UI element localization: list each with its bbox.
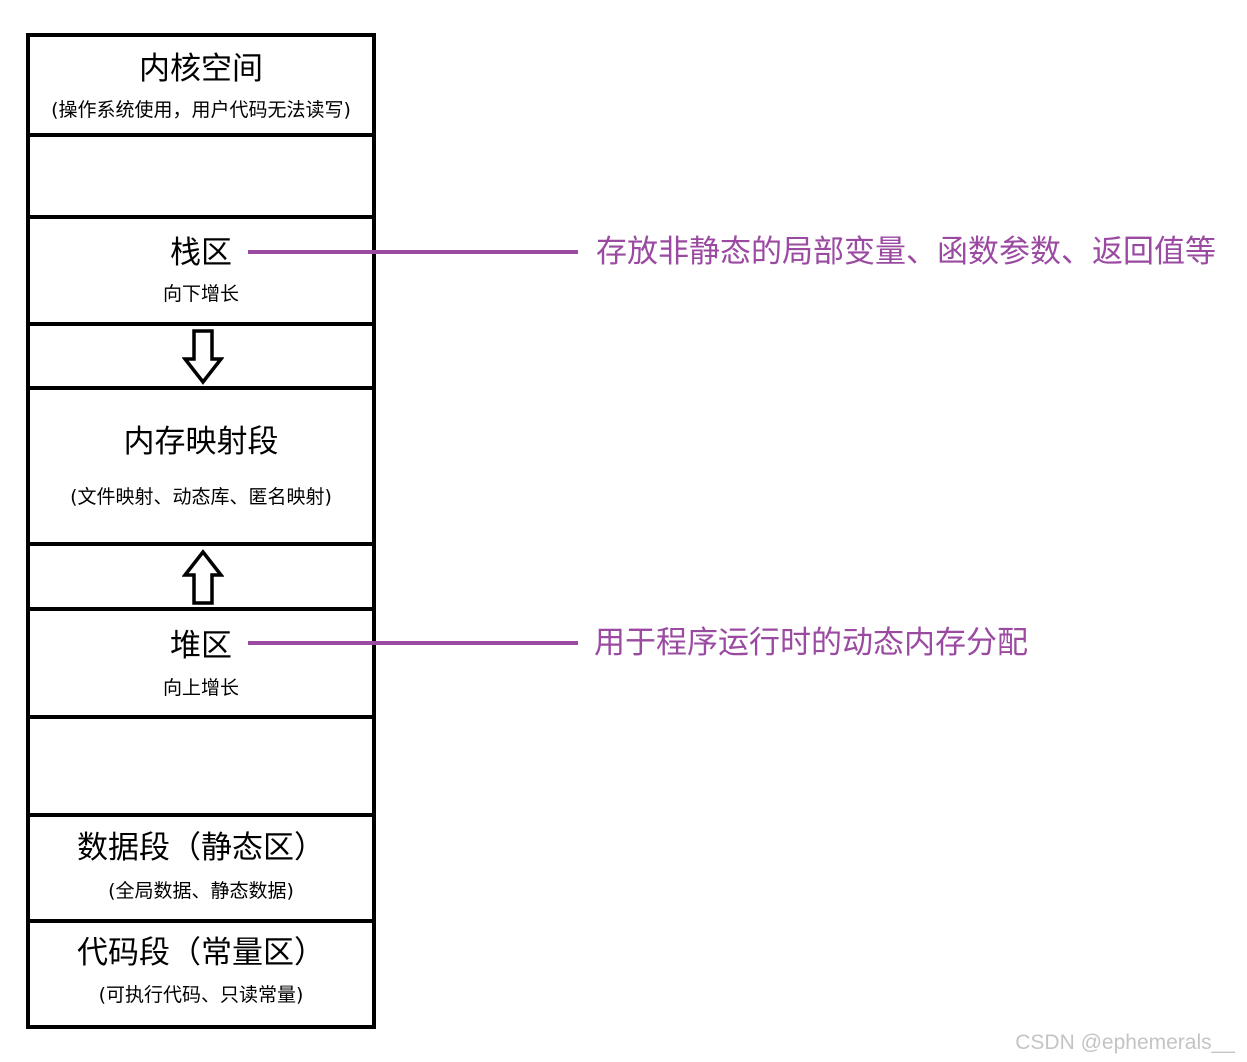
stack-annotation: 存放非静态的局部变量、函数参数、返回值等 [596, 234, 1216, 270]
divider [30, 919, 372, 923]
memory-layout-diagram: 内核空间 (操作系统使用，用户代码无法读写) 栈区 向下增长 内存映射段 (文件… [26, 33, 376, 1029]
divider [30, 215, 372, 219]
divider [30, 322, 372, 326]
stack-title: 栈区 [170, 235, 232, 271]
mmap-segment: 内存映射段 (文件映射、动态库、匿名映射) [30, 390, 372, 542]
divider [30, 813, 372, 817]
divider [30, 607, 372, 611]
heap-growth-gap [30, 546, 372, 607]
heap-title: 堆区 [170, 628, 232, 664]
empty-segment-lower [30, 719, 372, 813]
heap-segment: 堆区 向上增长 [30, 611, 372, 715]
divider [30, 133, 372, 137]
data-segment-title: 数据段（静态区） [77, 830, 325, 866]
watermark: CSDN @ephemerals__ [1015, 1031, 1235, 1054]
heap-annotation-connector [248, 641, 578, 645]
code-segment-title: 代码段（常量区） [77, 935, 325, 971]
empty-segment-upper [30, 137, 372, 215]
arrow-up-icon [182, 549, 224, 605]
stack-growth-gap [30, 326, 372, 386]
data-segment-note: (全局数据、静态数据) [108, 880, 294, 902]
mmap-note: (文件映射、动态库、匿名映射) [70, 486, 332, 508]
data-segment: 数据段（静态区） (全局数据、静态数据) [30, 817, 372, 919]
code-segment-note: (可执行代码、只读常量) [98, 984, 304, 1006]
kernel-space-note: (操作系统使用，用户代码无法读写) [51, 99, 351, 121]
divider [30, 542, 372, 546]
stack-growth-note: 向下增长 [162, 283, 239, 305]
divider [30, 715, 372, 719]
stack-segment: 栈区 向下增长 [30, 219, 372, 322]
heap-growth-note: 向上增长 [162, 677, 239, 699]
divider [30, 386, 372, 390]
arrow-down-icon [182, 329, 224, 385]
kernel-space-segment: 内核空间 (操作系统使用，用户代码无法读写) [30, 37, 372, 133]
stack-annotation-connector [248, 250, 578, 254]
mmap-title: 内存映射段 [123, 424, 279, 460]
kernel-space-title: 内核空间 [139, 51, 263, 87]
heap-annotation: 用于程序运行时的动态内存分配 [594, 625, 1028, 661]
code-segment: 代码段（常量区） (可执行代码、只读常量) [30, 923, 372, 1025]
